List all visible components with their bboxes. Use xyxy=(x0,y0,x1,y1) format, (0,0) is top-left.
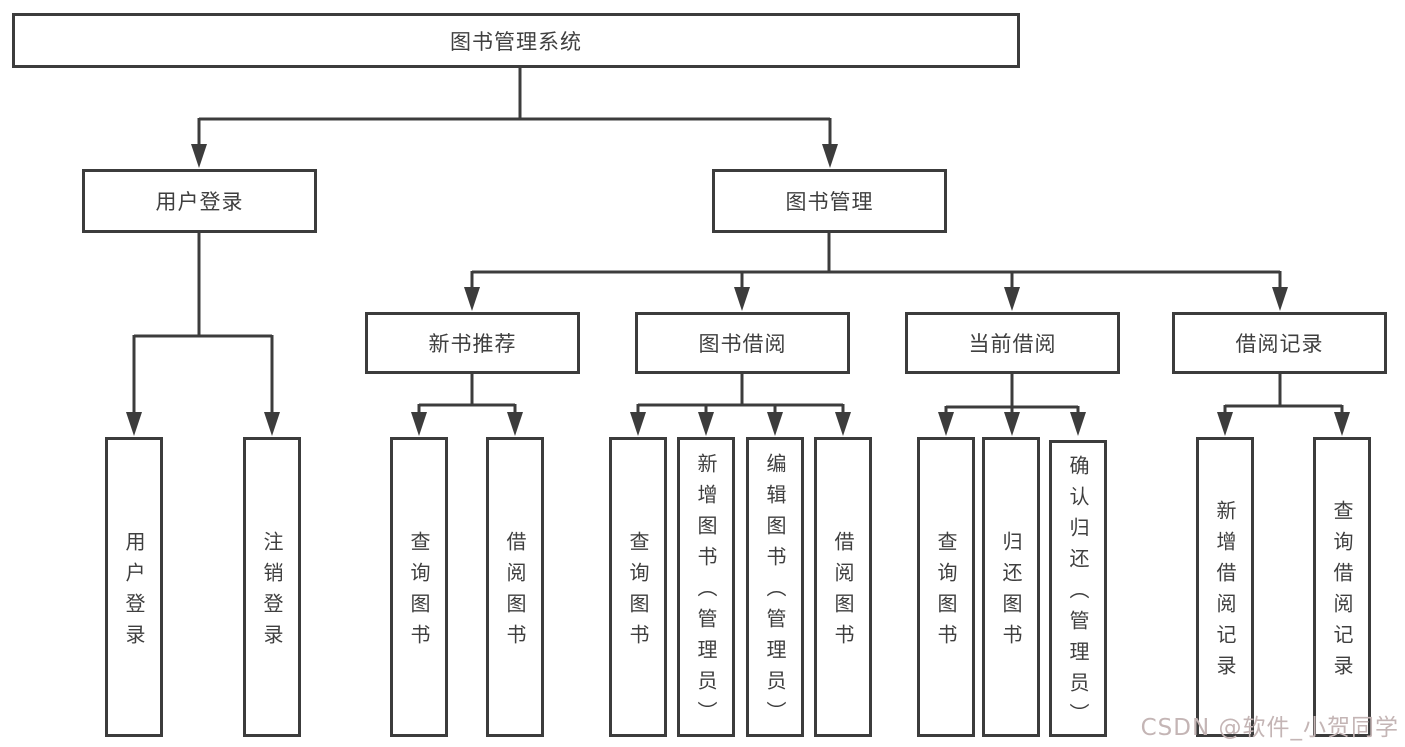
node-label: 图书借阅 xyxy=(698,332,787,356)
node-label: 图书管理系统 xyxy=(450,29,582,54)
csdn-watermark: CSDN @软件_小贺同学 xyxy=(1140,715,1399,741)
node-query-books-recommend: 查询图书 xyxy=(390,437,448,737)
arrowheads xyxy=(126,144,1350,436)
node-edit-books-admin: 编辑图书（管理员） xyxy=(746,437,804,737)
node-confirm-return-admin: 确认归还（管理员） xyxy=(1049,440,1107,737)
node-label: 用户登录 xyxy=(122,530,146,655)
node-label: 查询图书 xyxy=(407,530,431,655)
node-label: 借阅图书 xyxy=(831,530,855,655)
node-label: 新书推荐 xyxy=(428,332,517,356)
node-user-login-module: 用户登录 xyxy=(82,169,317,233)
node-return-books: 归还图书 xyxy=(982,437,1040,737)
node-borrow-books-recommend: 借阅图书 xyxy=(486,437,544,737)
node-label: 归还图书 xyxy=(999,530,1023,655)
node-label: 借阅记录 xyxy=(1235,332,1324,356)
node-label: 确认归还（管理员） xyxy=(1066,454,1090,734)
node-label: 注销登录 xyxy=(260,530,284,655)
node-new-book-recommend: 新书推荐 xyxy=(365,312,580,374)
node-system-root: 图书管理系统 xyxy=(12,13,1020,68)
node-label: 新增借阅记录 xyxy=(1213,499,1237,686)
node-book-management-module: 图书管理 xyxy=(712,169,947,233)
node-borrow-books: 借阅图书 xyxy=(814,437,872,737)
node-label: 图书管理 xyxy=(785,190,874,214)
node-borrow-records: 借阅记录 xyxy=(1172,312,1387,374)
node-label: 用户登录 xyxy=(155,190,244,214)
node-label: 借阅图书 xyxy=(503,530,527,655)
node-user-login: 用户登录 xyxy=(105,437,163,737)
node-query-books-current: 查询图书 xyxy=(917,437,975,737)
node-add-books-admin: 新增图书（管理员） xyxy=(677,437,735,737)
node-add-borrow-record: 新增借阅记录 xyxy=(1196,437,1254,737)
node-query-borrow-record: 查询借阅记录 xyxy=(1313,437,1371,737)
node-label: 查询借阅记录 xyxy=(1330,499,1354,686)
node-current-borrowing: 当前借阅 xyxy=(905,312,1120,374)
node-label: 查询图书 xyxy=(626,530,650,655)
node-label: 当前借阅 xyxy=(968,332,1057,356)
node-logout: 注销登录 xyxy=(243,437,301,737)
node-label: 新增图书（管理员） xyxy=(694,453,718,732)
node-book-borrowing: 图书借阅 xyxy=(635,312,850,374)
node-query-books-borrowing: 查询图书 xyxy=(609,437,667,737)
node-label: 编辑图书（管理员） xyxy=(763,453,787,732)
node-label: 查询图书 xyxy=(934,530,958,655)
